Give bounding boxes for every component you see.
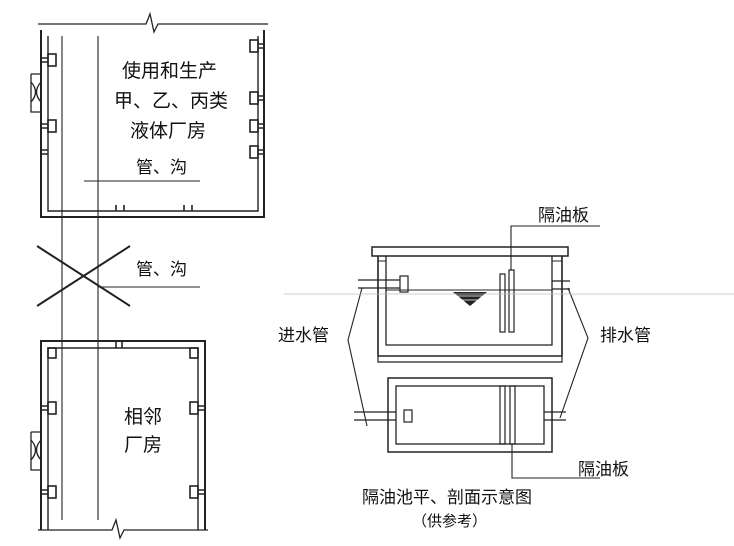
- bottom-building-label-line2: 厂房: [124, 434, 163, 456]
- top-building-label-line3: 液体厂房: [130, 120, 207, 142]
- top-building-label-line1: 使用和生产: [122, 60, 218, 82]
- pipe-leaders: [347, 287, 589, 427]
- oil-baffle-label-top: 隔油板: [538, 206, 589, 226]
- top-building-outline: [30, 11, 268, 218]
- pipe-label-outside: 管、沟: [136, 260, 187, 280]
- oil-baffle-label-bottom: 隔油板: [578, 460, 629, 480]
- top-building-label-line2: 甲、乙、丙类: [114, 90, 229, 112]
- section-view: [358, 225, 600, 363]
- diagram-caption-note: （供参考）: [412, 512, 488, 530]
- outlet-pipe-label: 排水管: [600, 326, 651, 346]
- plan-view: [354, 377, 600, 479]
- pipe-label-inside: 管、沟: [136, 158, 187, 178]
- pipe-trench-lines: [61, 36, 99, 520]
- diagram-caption: 隔油池平、剖面示意图: [362, 488, 532, 508]
- inlet-pipe-label: 进水管: [278, 326, 329, 346]
- water-level-triangle: [453, 292, 487, 306]
- bottom-building-label-line1: 相邻: [124, 406, 163, 428]
- bottom-building-outline: [30, 340, 208, 540]
